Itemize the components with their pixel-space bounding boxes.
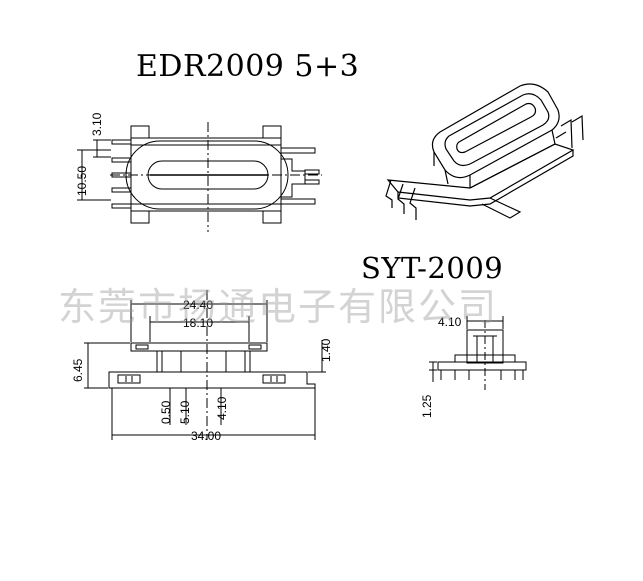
dimension-labels: 3.10 10.50 24.40 18.10 6.45 1.40 0.50 5.…: [71, 112, 462, 443]
dim-3-10: 3.10: [90, 112, 104, 136]
top-view: [77, 122, 322, 232]
dim-4-10-side: 4.10: [438, 315, 462, 329]
dim-34-00: 34.00: [191, 429, 221, 443]
company-watermark: 东莞市扬通电子有限公司: [58, 285, 499, 329]
dim-1-40: 1.40: [319, 338, 333, 362]
dim-0-50: 0.50: [159, 400, 173, 424]
dim-18-10: 18.10: [183, 316, 213, 330]
dim-1-25: 1.25: [420, 394, 434, 418]
dim-10-50: 10.50: [75, 166, 89, 196]
dim-5-10: 5.10: [178, 400, 192, 424]
isometric-view: [385, 83, 584, 220]
dim-4-10-front: 4.10: [215, 396, 229, 420]
model-title: SYT-2009: [361, 251, 504, 285]
side-view: [429, 316, 527, 390]
dim-6-45: 6.45: [71, 358, 85, 382]
front-view: [84, 290, 326, 440]
part-title: EDR2009 5+3: [136, 49, 360, 84]
dim-24-40: 24.40: [183, 298, 213, 312]
